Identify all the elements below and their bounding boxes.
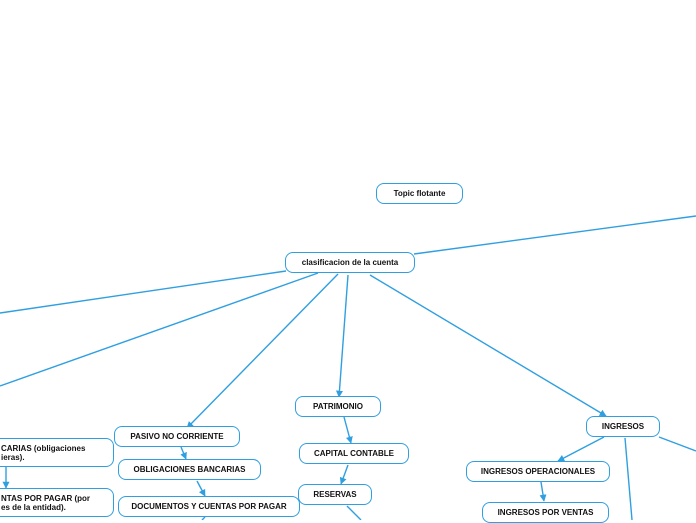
capital-contable-node[interactable]: CAPITAL CONTABLE [299, 443, 409, 464]
connector-ingresos-operacionales [557, 436, 605, 462]
connector-reservas-offscreen-bottom [346, 505, 362, 520]
topic-flotante-label: Topic flotante [393, 189, 446, 198]
ingresos-label: INGRESOS [601, 422, 645, 431]
reservas-node[interactable]: RESERVAS [298, 484, 372, 505]
ingresos-node[interactable]: INGRESOS [586, 416, 660, 437]
connector-operacionales-ventas [539, 481, 547, 502]
connector-root-pasivo-no-corriente [186, 273, 339, 429]
connector-obligaciones-documentos [196, 480, 206, 497]
connector-ingresos-offscreen-right [658, 436, 696, 452]
ingresos-operacionales-node[interactable]: INGRESOS OPERACIONALES [466, 461, 610, 482]
reservas-label: RESERVAS [313, 490, 357, 499]
connector-patrimonio-capital-contable [343, 416, 353, 444]
root-node-clasificacion[interactable]: clasificacion de la cuenta [285, 252, 415, 273]
obligaciones-bancarias-label: OBLIGACIONES BANCARIAS [133, 465, 246, 474]
ingresos-por-ventas-label: INGRESOS POR VENTAS [497, 508, 594, 517]
root-node-label: clasificacion de la cuenta [301, 258, 399, 267]
connector-capital-contable-reservas [339, 464, 349, 485]
documentos-cuentas-pagar-label: DOCUMENTOS Y CUENTAS POR PAGAR [131, 502, 287, 511]
connector-root-patrimonio [335, 274, 349, 398]
connector-ingresos-offscreen-bottom [624, 437, 633, 520]
topic-flotante-node[interactable]: Topic flotante [376, 183, 463, 204]
connector-root-offscreen-left-lower [0, 272, 319, 387]
connector-root-offscreen-left-upper [0, 270, 287, 314]
connector-pasivo-obligaciones [180, 446, 187, 460]
documentos-cuentas-pagar-node[interactable]: DOCUMENTOS Y CUENTAS POR PAGAR [118, 496, 300, 517]
ingresos-operacionales-label: INGRESOS OPERACIONALES [480, 467, 596, 476]
pasivo-no-corriente-node[interactable]: PASIVO NO CORRIENTE [114, 426, 240, 447]
patrimonio-node[interactable]: PATRIMONIO [295, 396, 381, 417]
patrimonio-label: PATRIMONIO [313, 402, 363, 411]
cuentas-pagar-partial-node[interactable]: NTAS POR PAGAR (por es de la entidad). [0, 488, 114, 517]
capital-contable-label: CAPITAL CONTABLE [314, 449, 394, 458]
cuentas-pagar-partial-label: NTAS POR PAGAR (por es de la entidad). [1, 493, 91, 512]
connector-root-ingresos [369, 274, 607, 417]
obligaciones-bancarias-node[interactable]: OBLIGACIONES BANCARIAS [118, 459, 261, 480]
bancarias-partial-label: CARIAS (obligaciones ieras). [1, 443, 86, 462]
connector-root-offscreen-right [413, 215, 696, 255]
bancarias-partial-node[interactable]: CARIAS (obligaciones ieras). [0, 438, 114, 467]
pasivo-no-corriente-label: PASIVO NO CORRIENTE [130, 432, 224, 441]
